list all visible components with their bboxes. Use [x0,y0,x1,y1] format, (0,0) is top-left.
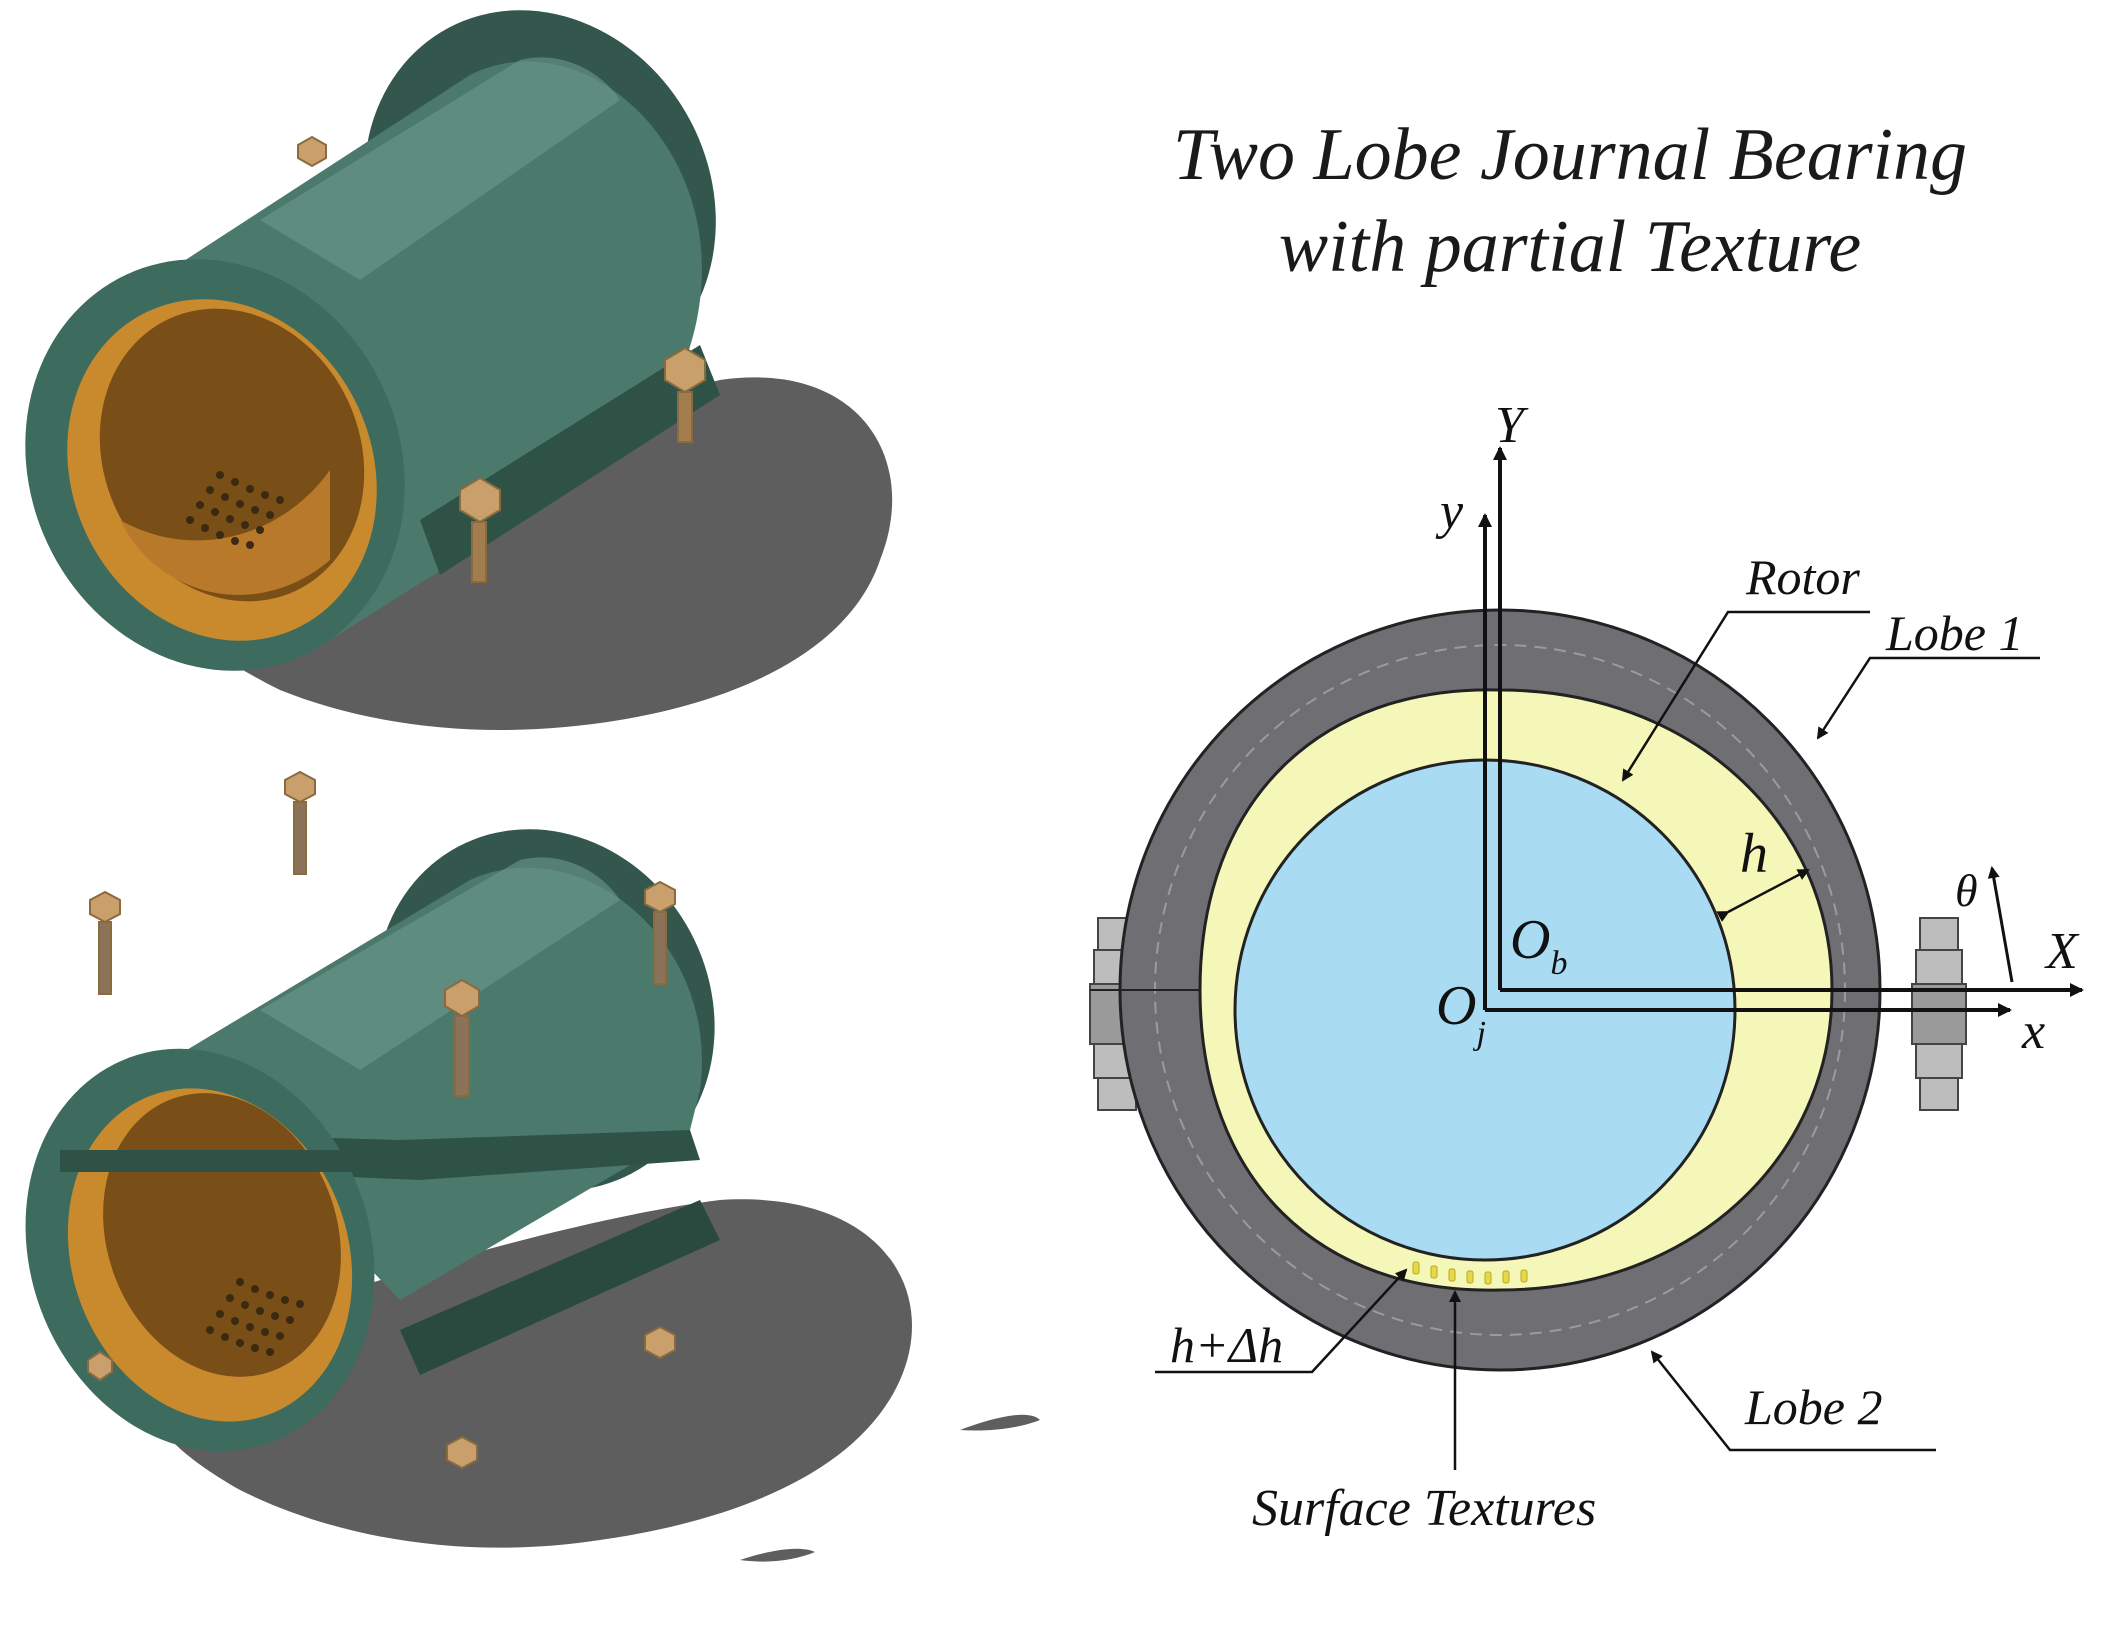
exploded-bolts [87,770,676,1470]
assembled-liner-floor [120,470,330,595]
exploded-split-line [60,1150,410,1172]
label-X: X [2044,923,2080,980]
bearing-3d-illustration [25,10,1040,1562]
assembled-bolts [297,135,706,583]
assembled-split-flange [420,345,720,575]
surface-texture-dots [1412,1261,1528,1285]
label-x: x [2021,1003,2045,1060]
label-h: h [1740,823,1768,885]
label-h-delta-h: h+Δh [1170,1317,1283,1373]
rotor-leader [1621,610,1870,782]
assembled-bearing [25,10,893,730]
exploded-bearing [25,770,1040,1562]
right-bolt-assembly [1911,917,1967,1111]
figure-title-line-2: with partial Texture [1278,206,1862,288]
exploded-bearing-shadow [144,1199,912,1548]
label-theta: θ [1955,865,1978,916]
label-Oj: Oj [1436,975,1486,1052]
lobe1-leader [1816,656,2040,740]
lobe2-leader [1650,1350,1936,1452]
label-Y: Y [1495,397,1529,454]
label-surface-textures: Surface Textures [1252,1480,1596,1537]
assembled-texture-pits [186,471,284,549]
h-dimension-line [1716,868,1810,922]
exploded-texture-pits [206,1278,304,1356]
figure-title-line-1: Two Lobe Journal Bearing [1172,114,1968,196]
exploded-upper-highlight [260,857,620,1070]
label-lobe1: Lobe 1 [1885,605,2024,661]
label-y: y [1435,483,1464,540]
stray-shadow-1 [960,1414,1040,1431]
h-delta-leader [1155,1268,1408,1374]
exploded-lower-flange [400,1200,720,1375]
assembled-body-highlight [260,57,620,280]
label-lobe2: Lobe 2 [1744,1379,1883,1435]
label-Ob: Ob [1510,909,1567,982]
assembled-bearing-shadow [165,377,893,730]
theta-arrow [1987,866,2014,983]
label-rotor: Rotor [1745,549,1860,605]
stray-shadow-2 [740,1548,815,1562]
